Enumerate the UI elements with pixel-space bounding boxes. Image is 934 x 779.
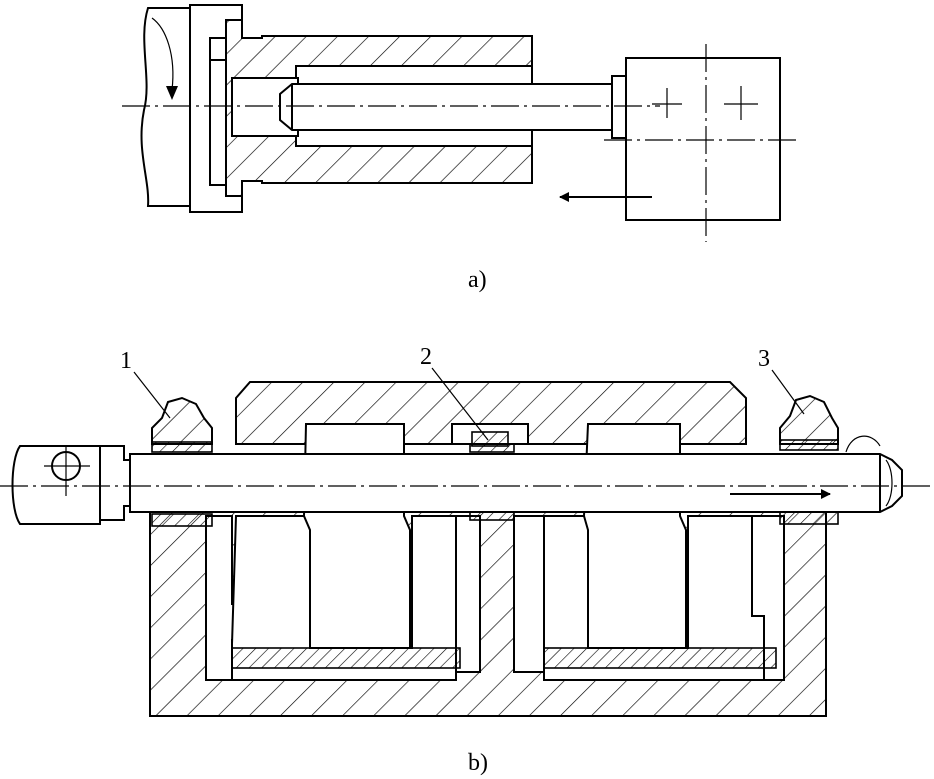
rotation-arrow-head bbox=[166, 86, 178, 100]
sleeve-right-bottom bbox=[543, 647, 777, 669]
rotation-arrow bbox=[151, 17, 174, 91]
subfigure-b: 1 2 3 b) bbox=[0, 344, 934, 776]
cavity-center-slot-2 bbox=[513, 515, 545, 673]
caption-a: a) bbox=[468, 267, 487, 293]
left-lug bbox=[151, 396, 213, 445]
rotation-indicator bbox=[845, 435, 881, 453]
right-lug bbox=[779, 394, 839, 445]
leader-3 bbox=[771, 369, 805, 415]
bushing-center-bottom bbox=[469, 511, 515, 521]
shaft-chamfer bbox=[885, 459, 893, 507]
bushing-right-bottom bbox=[779, 511, 839, 525]
bushing-left-top bbox=[151, 441, 213, 453]
callout-3: 3 bbox=[758, 346, 770, 372]
sleeve-left-bottom bbox=[231, 647, 461, 669]
main-shaft bbox=[129, 453, 903, 513]
leader-2 bbox=[431, 367, 489, 441]
tool-holder-block bbox=[625, 57, 781, 221]
subfigure-a: a) bbox=[122, 4, 800, 293]
callout-2: 2 bbox=[420, 344, 432, 370]
chuck-body bbox=[140, 7, 191, 207]
leader-1 bbox=[133, 371, 171, 419]
caption-b: b) bbox=[468, 750, 488, 776]
shaft-coupling-yoke bbox=[99, 445, 131, 521]
bushing-left-bottom bbox=[151, 513, 213, 527]
callout-1: 1 bbox=[120, 348, 132, 374]
bushing-center bbox=[469, 443, 515, 453]
tool-holder-collar bbox=[611, 75, 627, 139]
bushing-right-top bbox=[779, 439, 839, 451]
boring-bar bbox=[279, 83, 613, 131]
